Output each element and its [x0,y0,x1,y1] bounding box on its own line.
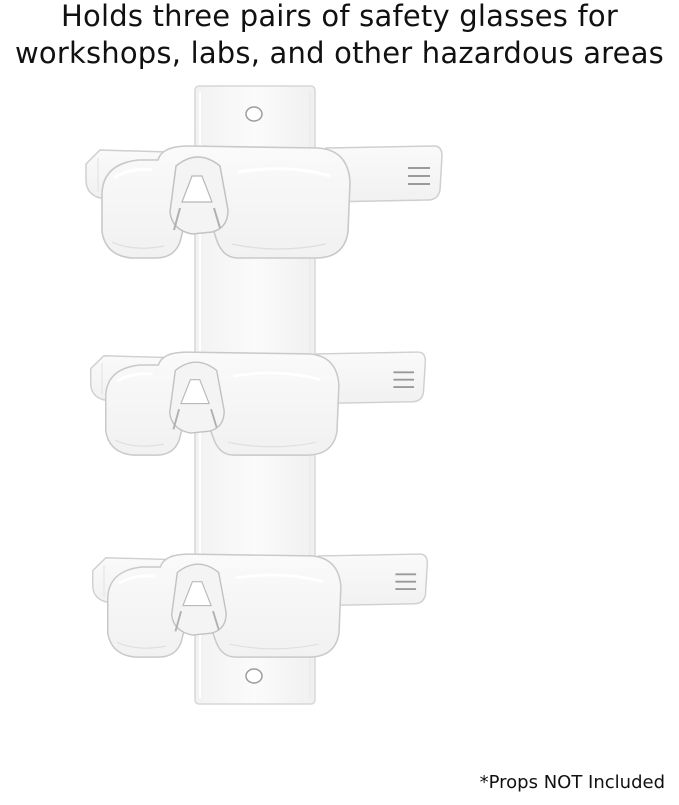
safety-glasses-middle [89,350,427,457]
mounting-hole-top [245,106,263,122]
props-disclaimer: *Props NOT Included [479,772,665,793]
mounting-hole-bottom [245,668,263,684]
headline-line-1: Holds three pairs of safety glasses for [61,0,618,33]
safety-glasses-bottom [91,552,429,659]
headline-line-2: workshops, labs, and other hazardous are… [15,36,664,70]
safety-glasses-top [84,144,444,260]
headline: Holds three pairs of safety glasses for … [0,0,679,72]
